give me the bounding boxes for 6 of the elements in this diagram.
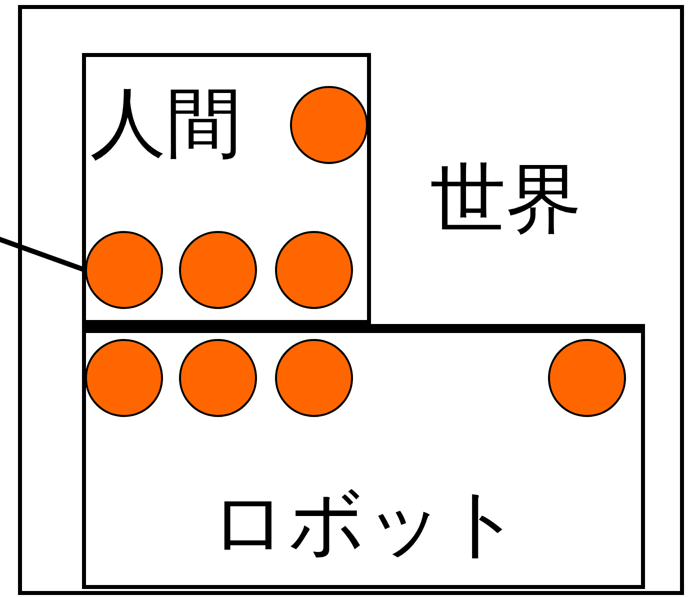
region-box xyxy=(82,53,371,324)
region-label: ロボット xyxy=(210,485,522,561)
region-label: 人間 xyxy=(90,85,242,161)
region-label: 世界 xyxy=(430,161,582,237)
region-box xyxy=(18,5,684,595)
region-box xyxy=(82,324,645,589)
